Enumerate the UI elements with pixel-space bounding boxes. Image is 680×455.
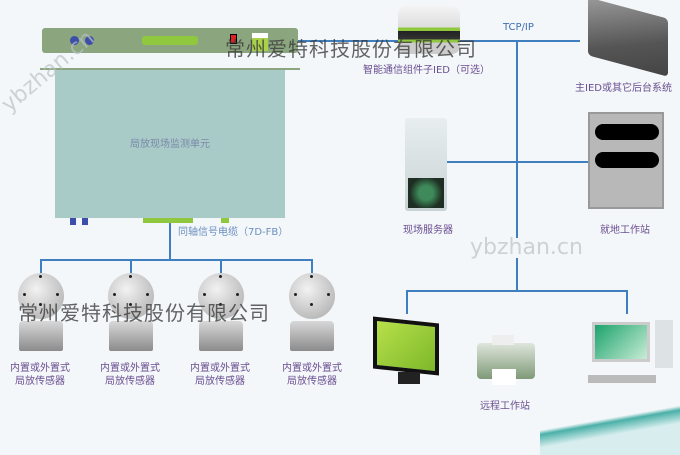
main-ied-label: 主IED或其它后台系统 [575, 83, 672, 94]
sensor-drop [220, 259, 222, 273]
remote-branch [406, 290, 628, 292]
sensor-drop [130, 259, 132, 273]
site-watermark: ybzhan.cn [470, 235, 583, 260]
tcpip-label: TCP/IP [503, 22, 534, 33]
comm-ied-label: 智能通信组件子IED（可选） [363, 65, 490, 76]
monitor-stand [398, 372, 420, 384]
company-watermark: 常州爱特科技股份有限公司 [18, 301, 270, 325]
sensor-label: 内置或外置式局放传感器 [190, 363, 250, 387]
server-link [447, 161, 589, 163]
remote-bus [516, 258, 518, 292]
comm-ied-device [398, 6, 460, 54]
keyboard-icon [588, 375, 656, 383]
monitoring-unit-label: 局放现场监测单元 [130, 139, 210, 150]
remote-drop [406, 290, 408, 314]
sensor-bus [40, 259, 313, 261]
sensor-label: 内置或外置式局放传感器 [282, 363, 342, 387]
cable-line [169, 218, 171, 260]
company-watermark: 常州爱特科技股份有限公司 [225, 37, 477, 61]
sensor-label: 内置或外置式局放传感器 [10, 363, 70, 387]
local-workstation-icon [588, 112, 664, 209]
desktop-pc-icon [592, 322, 650, 362]
printer-icon [477, 335, 535, 385]
field-server-label: 现场服务器 [403, 225, 453, 236]
vertical-bus [516, 40, 518, 238]
remote-workstation-label: 远程工作站 [480, 401, 530, 412]
decorative-swoosh [540, 395, 680, 455]
sensor-drop [311, 259, 313, 273]
monitor-icon [373, 316, 439, 376]
remote-drop [626, 290, 628, 314]
pd-sensor [287, 273, 337, 353]
rack-shelf [40, 68, 300, 70]
field-server-icon [405, 118, 447, 211]
pc-tower [655, 320, 673, 368]
cable-label: 同轴信号电缆（7D-FB） [178, 227, 289, 238]
pd-sensor [16, 273, 66, 353]
sensor-label: 内置或外置式局放传感器 [100, 363, 160, 387]
pd-sensor [106, 273, 156, 353]
main-ied-device [588, 0, 668, 77]
monitoring-unit: 局放现场监测单元 [55, 70, 285, 225]
pd-sensor [196, 273, 246, 353]
local-workstation-label: 就地工作站 [600, 225, 650, 236]
sensor-drop [40, 259, 42, 273]
rack-device [42, 28, 298, 53]
